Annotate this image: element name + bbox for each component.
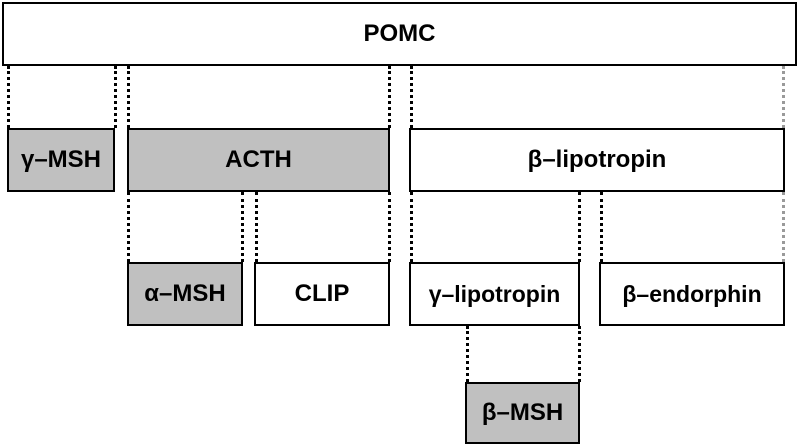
clip-box: CLIP <box>254 262 390 326</box>
gamma-msh-box: γ–MSH <box>7 128 115 192</box>
connector-beta-lipotropin-beta-endorphin-right <box>782 192 785 262</box>
alpha-msh-label: α–MSH <box>144 280 226 307</box>
connector-gamma-lipotropin-beta-msh-left <box>466 326 469 382</box>
connector-acth-alpha-msh-left <box>127 192 130 262</box>
connector-beta-lipotropin-gamma-lipotropin-left <box>410 192 413 262</box>
connector-gamma-lipotropin-beta-msh-right <box>578 326 581 382</box>
gamma-msh-label: γ–MSH <box>20 146 102 173</box>
beta-endorphin-label: β–endorphin <box>622 280 762 307</box>
beta-endorphin-box: β–endorphin <box>599 262 785 326</box>
beta-msh-label: β–MSH <box>481 399 564 426</box>
connector-acth-clip-right <box>388 192 391 262</box>
connector-acth-alpha-msh-right <box>241 192 244 262</box>
connector-acth-clip-left <box>255 192 258 262</box>
pomc-label: POMC <box>363 20 436 47</box>
beta-lipotropin-label: β–lipotropin <box>527 146 667 173</box>
gamma-lipotropin-box: γ–lipotropin <box>409 262 580 326</box>
pomc-box: POMC <box>2 2 797 66</box>
gamma-lipotropin-label: γ–lipotropin <box>428 280 561 307</box>
connector-pomc-acth-left <box>127 66 130 128</box>
beta-msh-box: β–MSH <box>465 382 580 444</box>
connector-pomc-acth-right <box>388 66 391 128</box>
alpha-msh-box: α–MSH <box>127 262 243 326</box>
acth-label: ACTH <box>225 146 292 173</box>
acth-box: ACTH <box>127 128 390 192</box>
connector-pomc-beta-lipotropin-left <box>410 66 413 128</box>
connector-beta-lipotropin-beta-endorphin-left <box>600 192 603 262</box>
clip-label: CLIP <box>294 280 350 307</box>
connector-pomc-gamma-msh-right <box>114 66 117 128</box>
connector-beta-lipotropin-gamma-lipotropin-right <box>578 192 581 262</box>
connector-pomc-beta-lipotropin-right <box>782 66 785 128</box>
beta-lipotropin-box: β–lipotropin <box>409 128 785 192</box>
connector-pomc-gamma-msh-left <box>7 66 10 128</box>
